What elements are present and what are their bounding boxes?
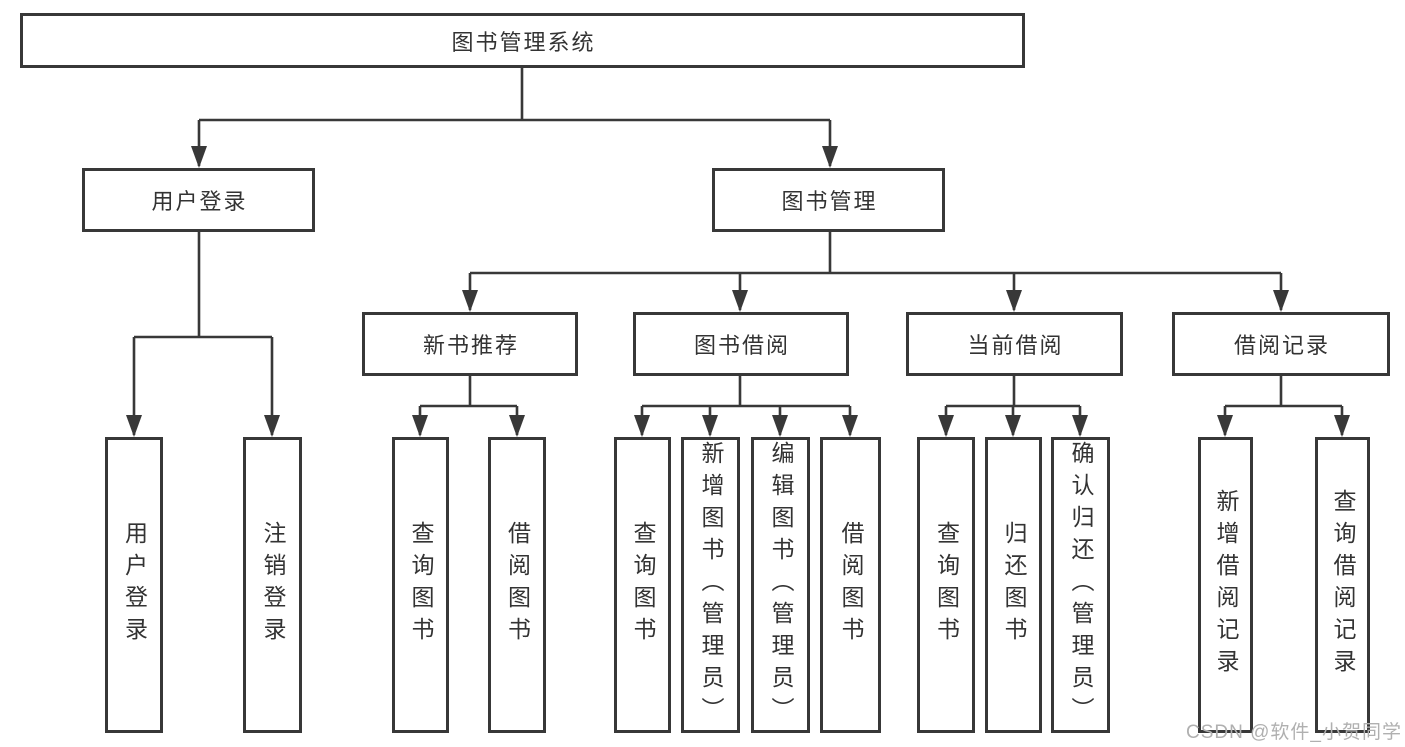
csdn-watermark: CSDN @软件_小贺同学 bbox=[1186, 722, 1402, 743]
leaf-query-borrow-record: 查询借阅记录 bbox=[1315, 437, 1370, 733]
leaf-borrow-books: 借阅图书 bbox=[820, 437, 881, 733]
node-borrow-records: 借阅记录 bbox=[1172, 312, 1390, 376]
leaf-recommend-borrow-books: 借阅图书 bbox=[488, 437, 546, 733]
leaf-current-query-books: 查询图书 bbox=[917, 437, 975, 733]
leaf-borrow-query-books: 查询图书 bbox=[614, 437, 671, 733]
node-book-borrow: 图书借阅 bbox=[633, 312, 849, 376]
leaf-logout: 注销登录 bbox=[243, 437, 302, 733]
node-root: 图书管理系统 bbox=[20, 13, 1025, 68]
leaf-add-borrow-record: 新增借阅记录 bbox=[1198, 437, 1253, 733]
leaf-return-books: 归还图书 bbox=[985, 437, 1042, 733]
connector-path bbox=[132, 68, 1344, 435]
leaf-recommend-query-books: 查询图书 bbox=[392, 437, 449, 733]
leaf-confirm-return-admin: 确认归还（管理员） bbox=[1051, 437, 1110, 733]
node-current-borrow: 当前借阅 bbox=[906, 312, 1123, 376]
leaf-edit-books-admin: 编辑图书（管理员） bbox=[751, 437, 810, 733]
node-book-management: 图书管理 bbox=[712, 168, 945, 232]
node-new-book-recommend: 新书推荐 bbox=[362, 312, 578, 376]
leaf-add-books-admin: 新增图书（管理员） bbox=[681, 437, 740, 733]
leaf-user-login: 用户登录 bbox=[105, 437, 163, 733]
node-user-login: 用户登录 bbox=[82, 168, 315, 232]
